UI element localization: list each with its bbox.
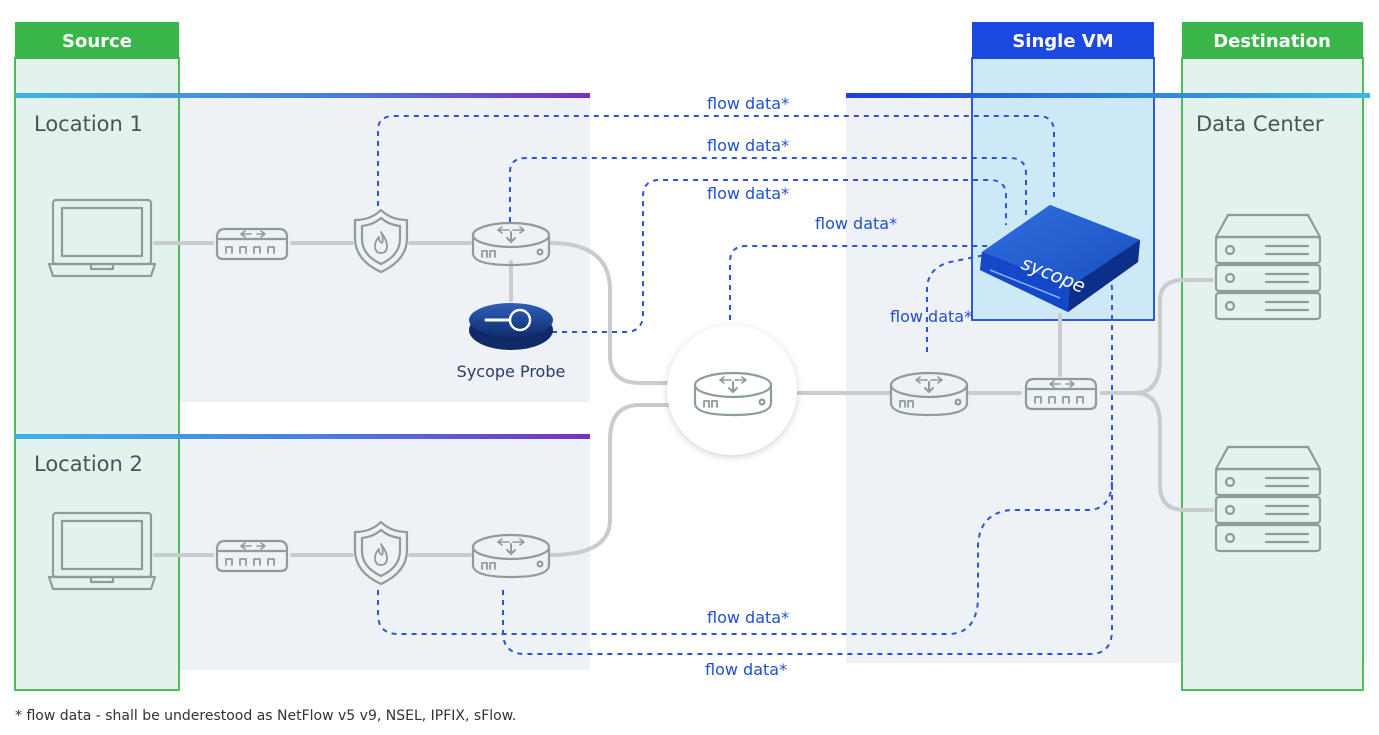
sycope-appliance-icon: sycope — [980, 205, 1140, 312]
destination-column — [1181, 57, 1364, 691]
flow-label: flow data* — [707, 136, 789, 155]
single-vm-header: Single VM — [972, 22, 1154, 59]
source-column — [14, 57, 180, 691]
flow-label: flow data* — [705, 660, 787, 679]
network-cables — [153, 241, 1214, 557]
location-2-top-bar — [15, 434, 590, 439]
flow-label: flow data* — [890, 307, 972, 326]
destination-header-label: Destination — [1213, 31, 1331, 52]
datacenter-top-bar — [846, 93, 1370, 98]
destination-header: Destination — [1182, 22, 1363, 59]
footnote: * flow data - shall be underestood as Ne… — [15, 708, 516, 724]
sycope-probe-label: Sycope Probe — [457, 362, 566, 381]
location-2-title: Location 2 — [34, 452, 143, 476]
source-header-label: Source — [62, 31, 132, 52]
flow-label: flow data* — [707, 94, 789, 113]
source-header: Source — [15, 22, 179, 59]
flow-label: flow data* — [707, 608, 789, 627]
flow-label: flow data* — [815, 214, 897, 233]
location-1-title: Location 1 — [34, 112, 143, 136]
data-center-title: Data Center — [1196, 112, 1324, 136]
single-vm-header-label: Single VM — [1012, 31, 1113, 52]
flow-label: flow data* — [707, 184, 789, 203]
location-1-top-bar — [15, 93, 590, 98]
sycope-probe-icon — [469, 303, 553, 350]
